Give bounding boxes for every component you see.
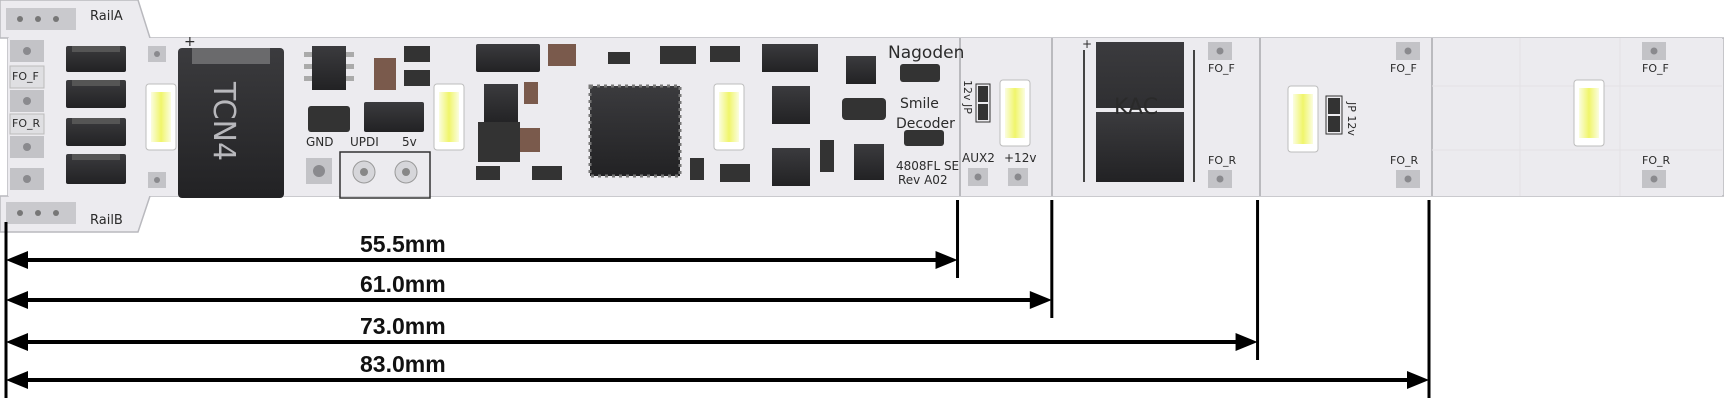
dimension-label-3: 73.0mm xyxy=(360,313,446,339)
revision-label: Rev A02 xyxy=(898,173,948,187)
tcn4-label: TCN4 xyxy=(206,81,241,161)
led-2 xyxy=(433,83,465,151)
jp-12v-label-b: JP 12v xyxy=(1345,101,1358,136)
rail-b-label: RailB xyxy=(90,213,123,228)
dimension-lines: 55.5mm 61.0mm 73.0mm 83.0mm xyxy=(4,200,1431,398)
small-components-b xyxy=(476,44,818,180)
microcontroller-chip xyxy=(588,84,682,178)
product-line1: Smile xyxy=(900,96,939,112)
left-edge-pads: FO_F FO_R xyxy=(9,40,45,190)
jp-12v-label-a: 12v JP xyxy=(961,80,974,114)
dimension-arrow-right-3 xyxy=(1235,333,1258,351)
fo-r-label: FO_R xyxy=(12,117,40,130)
fo-f-label: FO_F xyxy=(12,70,39,83)
board-branding: Nagoden Smile Decoder 4808FL SE Rev A02 xyxy=(888,43,964,187)
kac-label: KAC xyxy=(1114,95,1158,120)
tcn4-chip: + TCN4 xyxy=(178,34,284,198)
rail-a-label: RailA xyxy=(90,9,123,24)
model-label: 4808FL SE xyxy=(896,159,959,173)
small-components-a xyxy=(304,46,430,132)
dimension-label-1: 55.5mm xyxy=(360,231,446,257)
dimension-label-4: 83.0mm xyxy=(360,351,446,377)
dimension-arrow-left-4 xyxy=(6,371,28,389)
plus-mark: + xyxy=(184,34,196,50)
seg3-fo-f-label: FO_F xyxy=(1390,62,1417,75)
rail-a-tab: RailA xyxy=(6,8,123,30)
dimension-arrow-left-1 xyxy=(6,251,28,269)
led-1 xyxy=(145,46,177,188)
brand-label: Nagoden xyxy=(888,43,964,63)
rectifier-diodes xyxy=(66,46,126,184)
seg4-fo-r-label: FO_R xyxy=(1642,154,1670,167)
small-components-c xyxy=(690,56,944,186)
program-pads: GND UPDI 5v xyxy=(306,135,431,199)
dimension-arrow-right-2 xyxy=(1029,291,1052,309)
segment-5: FO_F FO_R xyxy=(1573,42,1670,188)
dimension-arrow-left-2 xyxy=(6,291,28,309)
updi-label: UPDI xyxy=(350,135,379,149)
led-3 xyxy=(713,83,745,151)
segment-3: + KAC FO_F FO_R xyxy=(1082,37,1236,188)
dimension-arrow-right-1 xyxy=(935,251,958,269)
seg2-fo-r-label: FO_R xyxy=(1208,154,1236,167)
product-line2: Decoder xyxy=(896,116,955,132)
dimension-arrow-left-3 xyxy=(6,333,28,351)
12v-label: +12v xyxy=(1004,151,1036,165)
segment-4: JP 12v FO_F FO_R xyxy=(1287,42,1420,188)
aux2-label: AUX2 xyxy=(962,151,995,165)
5v-label: 5v xyxy=(402,135,417,149)
plus-mark-2: + xyxy=(1082,37,1092,51)
dimension-label-2: 61.0mm xyxy=(360,271,446,297)
seg4-fo-f-label: FO_F xyxy=(1642,62,1669,75)
segment-2: 12v JP AUX2 +12v xyxy=(961,79,1036,186)
dimension-arrow-right-4 xyxy=(1407,371,1429,389)
seg2-fo-f-label: FO_F xyxy=(1208,62,1235,75)
seg3-fo-r-label: FO_R xyxy=(1390,154,1418,167)
gnd-label: GND xyxy=(306,135,334,149)
rail-b-tab: RailB xyxy=(6,202,123,228)
